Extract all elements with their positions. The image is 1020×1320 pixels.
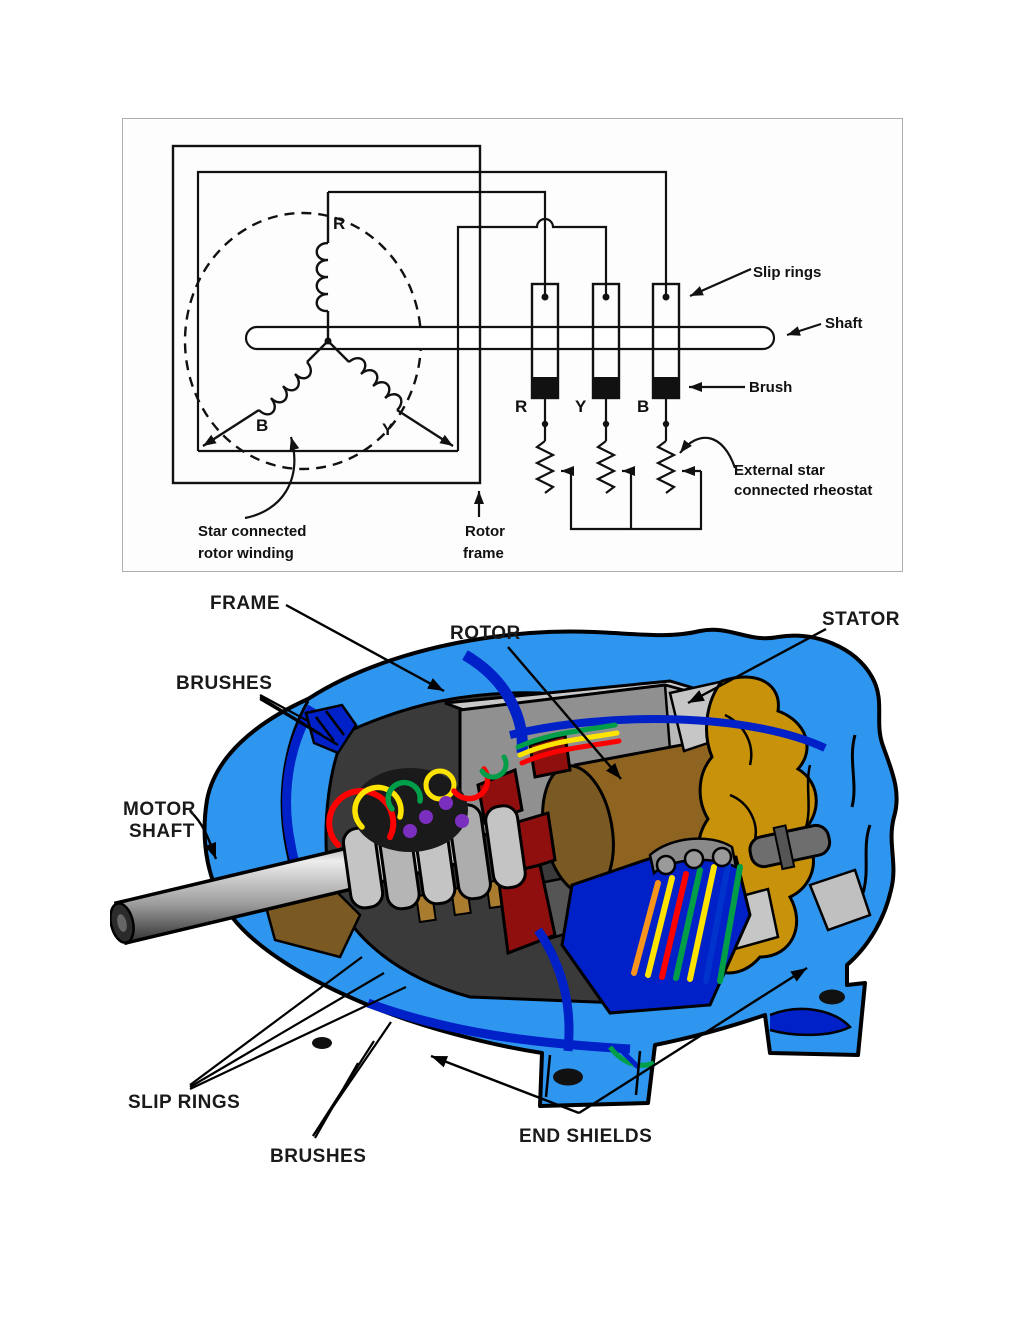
- star-winding-arrow: [244, 436, 300, 520]
- motor-shaft-label-line2: SHAFT: [129, 821, 195, 842]
- coil-y: [348, 357, 403, 411]
- coil-b: [258, 361, 312, 416]
- shaft: [244, 325, 776, 351]
- stator-label: STATOR: [822, 609, 900, 630]
- rotor-frame-label-line2: frame: [463, 545, 504, 562]
- rheostat-label-line1: External star: [734, 462, 825, 479]
- motor-shaft-label-line1: MOTOR: [123, 799, 196, 820]
- rotor-lead-wires: [326, 722, 622, 852]
- body-details: [544, 734, 872, 1098]
- dangling-blue-wire: [620, 1049, 640, 1069]
- rotor-label: ROTOR: [450, 623, 521, 644]
- frame-label: FRAME: [210, 593, 280, 614]
- rotor-arrow: [507, 646, 622, 780]
- bottom-nub: [312, 1037, 332, 1049]
- shaft-arrow: [786, 322, 822, 337]
- slip-rings-label: Slip rings: [753, 264, 821, 281]
- terminal-wires: [631, 862, 743, 984]
- shaft-label: Shaft: [825, 315, 863, 332]
- brush-label: Brush: [749, 379, 792, 396]
- rotor-frame-outline: [171, 144, 482, 485]
- star-winding-label-line1: Star connected: [198, 523, 306, 540]
- terminal-boot: [560, 837, 752, 1015]
- stator-arrow: [687, 627, 827, 705]
- rheostat-zigzag-b: [655, 440, 677, 494]
- brushes-bottom-label: BRUSHES: [270, 1146, 366, 1167]
- brush-terminal-b: B: [637, 397, 649, 416]
- motor-shaft-arrow: [189, 810, 218, 860]
- dangling-green-wire: [608, 1045, 655, 1068]
- brush-hatching: [315, 710, 345, 742]
- brushes-top-label: BRUSHES: [176, 673, 272, 694]
- slip-rings-leaders: [189, 956, 407, 1090]
- brush-y: [593, 377, 619, 398]
- rheostat-zigzag-r: [534, 440, 556, 494]
- star-connected-winding: [202, 192, 454, 448]
- slip-rings-label: SLIP RINGS: [128, 1092, 240, 1113]
- center-foot-hole: [553, 1068, 583, 1086]
- brushes-bottom-leaders: [312, 1021, 392, 1139]
- end-bolt: [748, 823, 832, 871]
- circuit-pointers: [244, 267, 822, 520]
- circuit-diagram-panel: Slip rings Shaft Brush External star con…: [122, 118, 903, 572]
- rotor-frame-label-line1: Rotor: [465, 523, 505, 540]
- brush-terminal-r: R: [515, 397, 527, 416]
- rheostat-label-line2: connected rheostat: [734, 482, 872, 499]
- rheostat-arrow: [679, 436, 737, 469]
- end-shields-left-arrow: [430, 1054, 580, 1115]
- rheostat-zigzag-y: [595, 440, 617, 494]
- right-foot-hole: [819, 989, 845, 1005]
- brushes-top-leaders: [259, 694, 339, 746]
- motor-cutaway-illustration: FRAME BRUSHES ROTOR STATOR MOTOR SHAFT S…: [110, 593, 900, 1167]
- frame-arrow: [285, 603, 445, 693]
- slip-rings-arrow: [689, 267, 752, 298]
- external-rheostat: [534, 398, 703, 531]
- brush-r: [532, 377, 558, 398]
- purple-wire-blobs: [403, 796, 469, 838]
- motor-pointers: [189, 603, 827, 1139]
- brush-terminal-y: Y: [575, 397, 587, 416]
- motor-cutaway-panel: FRAME BRUSHES ROTOR STATOR MOTOR SHAFT S…: [110, 585, 910, 1185]
- phase-wires: [196, 170, 668, 453]
- phase-r-letter: R: [333, 214, 345, 233]
- brush-b: [653, 377, 679, 398]
- end-shields-label: END SHIELDS: [519, 1126, 652, 1147]
- brush-holder-wedge: [304, 703, 358, 755]
- navy-accents: [366, 650, 827, 1054]
- star-winding-label-line2: rotor winding: [198, 545, 294, 562]
- end-shields-right-arrow: [578, 966, 808, 1115]
- phase-b-letter: B: [256, 416, 268, 435]
- slip-ring-circuit-diagram: Slip rings Shaft Brush External star con…: [171, 144, 872, 562]
- phase-y-letter: Y: [382, 420, 394, 439]
- coil-r: [315, 241, 329, 313]
